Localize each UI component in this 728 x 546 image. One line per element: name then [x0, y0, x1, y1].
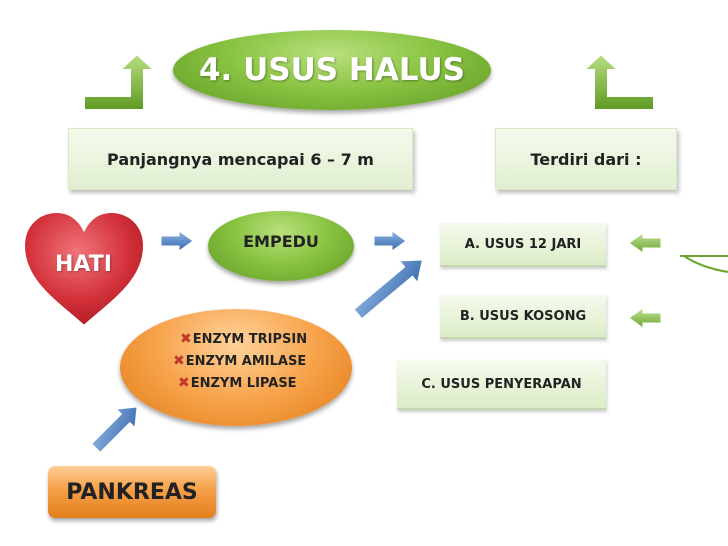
duodenum-box: A. USUS 12 JARI	[440, 223, 606, 267]
bracket-line	[680, 255, 728, 273]
title: 4. USUS HALUS	[173, 30, 491, 110]
liver-label: HATI	[55, 252, 112, 277]
right-arrow-icon-2	[373, 230, 407, 252]
enzyme-item: ✖ENZYM LIPASE	[178, 375, 297, 391]
right-arrow-icon-1	[160, 230, 194, 252]
heart-icon	[22, 210, 146, 328]
consists-of-box: Terdiri dari :	[495, 128, 677, 190]
x-mark-icon: ✖	[180, 331, 192, 347]
left-arrow-icon-2	[628, 307, 662, 329]
jejunum-box: B. USUS KOSONG	[440, 295, 606, 339]
pancreas-box: PANKREAS	[48, 466, 216, 518]
enzyme-item: ✖ENZYM TRIPSIN	[180, 331, 308, 347]
bile-node: EMPEDU	[208, 211, 354, 281]
left-arrow-icon-1	[628, 232, 662, 254]
enzyme-node: ✖ENZYM TRIPSIN ✖ENZYM AMILASE ✖ENZYM LIP…	[120, 309, 352, 426]
x-mark-icon: ✖	[173, 353, 185, 369]
bent-up-arrow-icon-left	[83, 52, 156, 111]
length-box: Panjangnya mencapai 6 – 7 m	[68, 128, 413, 190]
diagonal-arrow-icon-1	[353, 259, 423, 320]
diagonal-arrow-icon-2	[91, 406, 138, 453]
enzyme-item: ✖ENZYM AMILASE	[173, 353, 307, 369]
x-mark-icon: ✖	[178, 375, 190, 391]
bent-up-arrow-icon-right	[582, 52, 655, 111]
ileum-box: C. USUS PENYERAPAN	[397, 360, 606, 410]
